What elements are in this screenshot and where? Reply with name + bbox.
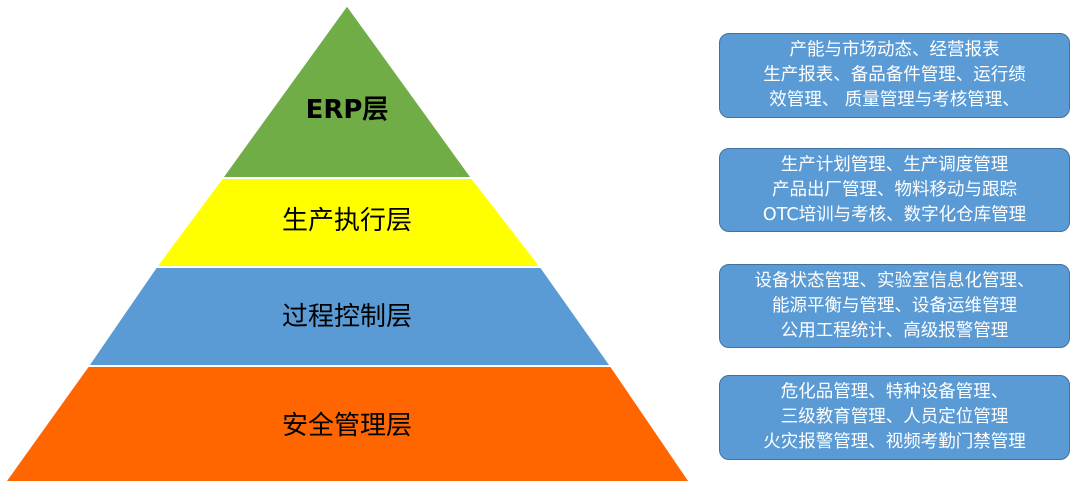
box-text-line: 产品出厂管理、物料移动与跟踪 [772,179,1017,200]
layer-label-execution: 生产执行层 [282,206,412,236]
process-control-functions-box: 设备状态管理、实验室信息化管理、 能源平衡与管理、设备运维管理 公用工程统计、高… [719,264,1070,348]
layer-label-process-control: 过程控制层 [282,302,412,332]
box-text-line: 生产报表、备品备件管理、运行绩 [763,65,1026,85]
box-text-line: 火灾报警管理、视频考勤门禁管理 [763,432,1026,452]
box-text-line: 效管理、 质量管理与考核管理、 [769,90,1020,110]
box-text-line: 公用工程统计、高级报警管理 [780,320,1009,341]
pyramid-diagram: ERP层 生产执行层 过程控制层 安全管理层 [3,3,692,483]
box-text-line: 三级教育管理、人员定位管理 [780,407,1009,427]
layer-label-erp: ERP层 [306,95,389,125]
execution-functions-box: 生产计划管理、生产调度管理 产品出厂管理、物料移动与跟踪 OTC培训与考核、数字… [719,148,1070,232]
pyramid-layer-erp [220,3,474,179]
box-text-line: 产能与市场动态、经营报表 [789,40,1000,60]
box-text-line: 设备状态管理、实验室信息化管理、 [754,270,1035,291]
box-text-line: OTC培训与考核、数字化仓库管理 [762,204,1027,225]
safety-functions-box: 危化品管理、特种设备管理、 三级教育管理、人员定位管理 火灾报警管理、视频考勤门… [719,375,1070,460]
pyramid-layer-safety [3,365,692,483]
box-text-line: 生产计划管理、生产调度管理 [780,154,1009,175]
layer-label-safety: 安全管理层 [282,411,412,441]
erp-functions-box: 产能与市场动态、经营报表 生产报表、备品备件管理、运行绩 效管理、 质量管理与考… [719,33,1070,118]
box-text-line: 危化品管理、特种设备管理、 [780,382,1009,402]
box-text-line: 能源平衡与管理、设备运维管理 [772,295,1017,316]
